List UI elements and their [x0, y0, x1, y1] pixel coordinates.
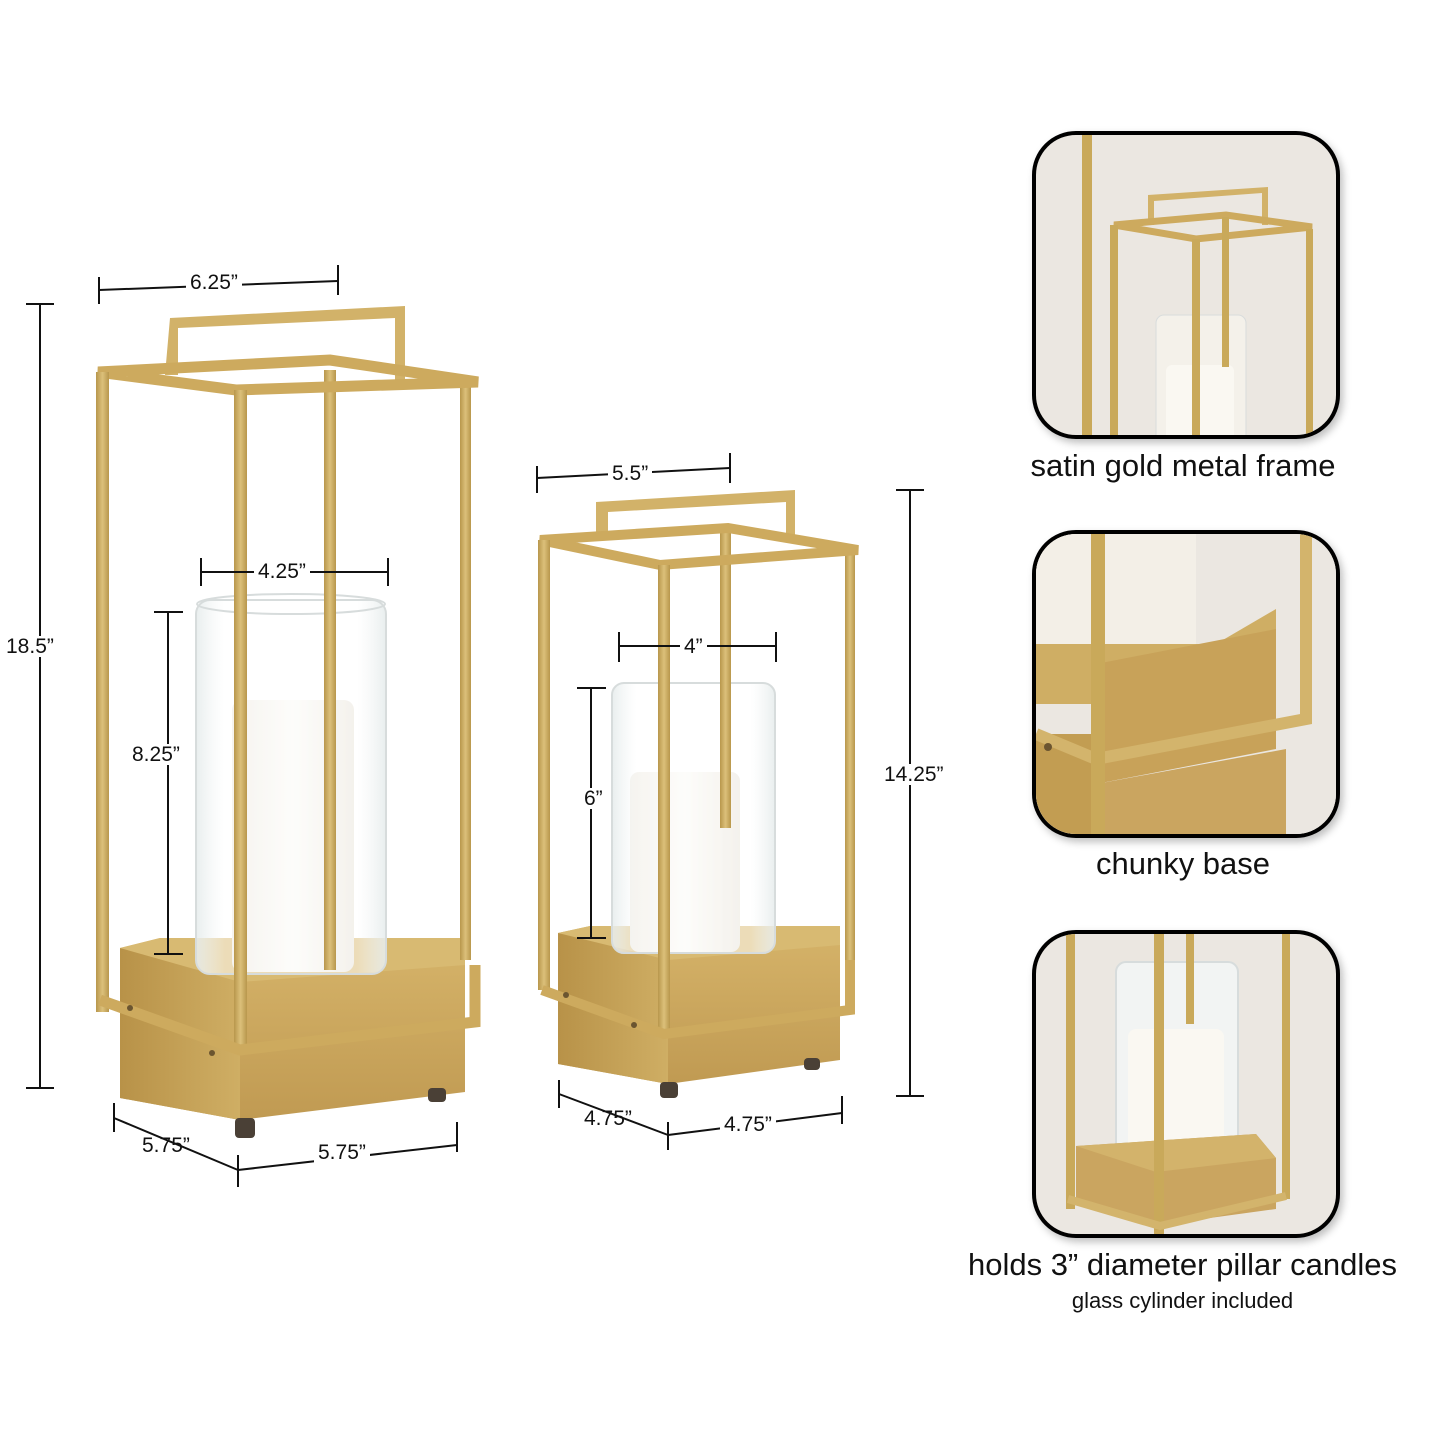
small-glass-height-label: 6”	[580, 788, 607, 809]
large-width-label: 6.25”	[186, 272, 242, 293]
inset-chunky-base	[1032, 530, 1340, 838]
base-detail-image	[1036, 534, 1336, 834]
feature-subcaption-glass: glass cylinder included	[1071, 1288, 1294, 1313]
small-height-label: 14.25”	[880, 764, 948, 785]
candle-detail-image	[1066, 934, 1290, 1234]
large-height-label: 18.5”	[2, 636, 58, 657]
feature-caption-frame: satin gold metal frame	[1030, 448, 1336, 483]
large-lantern	[96, 306, 481, 1138]
frame-detail-image	[1082, 135, 1313, 435]
inset-metal-frame	[1032, 131, 1340, 439]
feature-caption-base: chunky base	[1095, 846, 1271, 881]
large-glass-width-label: 4.25”	[254, 561, 310, 582]
large-base-width-label: 5.75”	[314, 1142, 370, 1163]
small-base-width-label: 4.75”	[720, 1114, 776, 1135]
small-base-depth-label: 4.75”	[584, 1107, 632, 1130]
large-glass-height-label: 8.25”	[128, 744, 184, 765]
small-lantern	[538, 490, 859, 1098]
large-base-depth-label: 5.75”	[142, 1134, 190, 1157]
inset-pillar-candle	[1032, 930, 1340, 1238]
small-width-label: 5.5”	[608, 463, 653, 484]
small-glass-width-label: 4”	[680, 636, 707, 657]
feature-caption-candles: holds 3” diameter pillar candles	[967, 1247, 1398, 1282]
